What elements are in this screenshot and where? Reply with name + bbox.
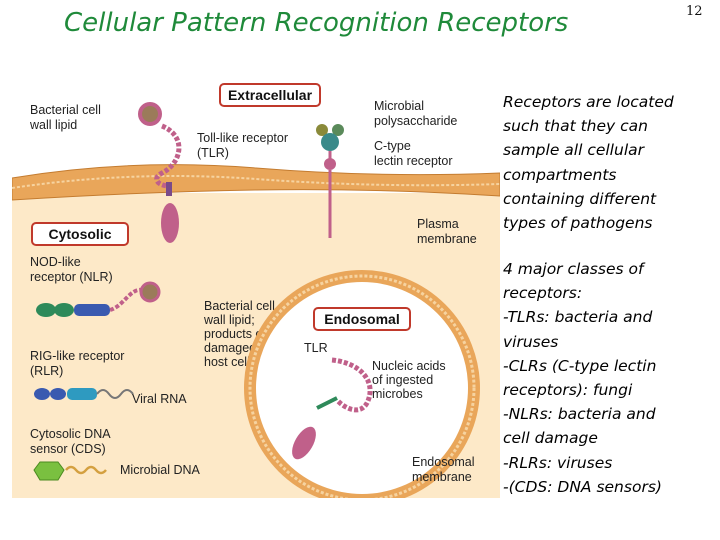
side-line: sample all cellular <box>503 141 644 160</box>
cytosolic-label: Cytosolic <box>48 226 111 242</box>
endosomal-label: Endosomal <box>324 311 399 327</box>
nucleic-label-3: microbes <box>372 387 423 401</box>
damaged-label-5: host cells <box>204 355 256 369</box>
microbial-dna-label: Microbial DNA <box>120 463 201 477</box>
viral-rna-strand <box>96 389 134 399</box>
viral-rna-label: Viral RNA <box>132 392 187 406</box>
endosomal-box: Endosomal <box>313 307 411 331</box>
side-line: -NLRs: bacteria and <box>503 405 656 424</box>
ctype-label-2: lectin receptor <box>374 154 453 168</box>
nucleic-label-2: of ingested <box>372 373 433 387</box>
side-line: -RLRs: viruses <box>503 453 613 472</box>
side-paragraph-2: 4 major classes of receptors: -TLRs: bac… <box>503 257 718 499</box>
side-paragraph-1: Receptors are located such that they can… <box>503 90 718 235</box>
bacterial-lipid-label-2: wall lipid <box>29 118 77 132</box>
microbial-poly-label-1: Microbial <box>374 99 424 113</box>
side-line: -(CDS: DNA sensors) <box>503 477 662 496</box>
slide-number: 12 <box>686 4 703 19</box>
ctype-lectin-receptor <box>316 124 344 238</box>
rlr-label-1: RIG-like receptor <box>30 349 124 363</box>
side-line: compartments <box>503 165 617 184</box>
cds-label-2: sensor (CDS) <box>30 442 106 456</box>
plasma-membrane-stripes <box>12 175 500 189</box>
side-line: Receptors are located <box>503 93 674 111</box>
plasma-membrane <box>12 164 500 201</box>
damaged-label-1: Bacterial cell <box>204 299 275 313</box>
rlr-label-2: (RLR) <box>30 364 63 378</box>
side-line: 4 major classes of <box>503 260 644 278</box>
nucleic-label-1: Nucleic acids <box>372 359 446 373</box>
endo-mem-label-2: membrane <box>412 470 472 484</box>
cds-label-1: Cytosolic DNA <box>30 427 111 441</box>
tlr-label-1: Toll-like receptor <box>197 131 288 145</box>
slide-title: Cellular Pattern Recognition Receptors <box>64 8 569 38</box>
damaged-label-3: products of <box>204 327 266 341</box>
microbial-dna-strand <box>65 465 107 475</box>
tlr-endosomal-receptor <box>292 357 373 460</box>
side-line: cell damage <box>503 429 598 448</box>
side-line: receptors: <box>503 284 583 303</box>
nlr-label-1: NOD-like <box>30 255 81 269</box>
bacterial-lipid-ball <box>138 102 162 126</box>
ctype-label-1: C-type <box>374 139 411 153</box>
nlr-receptor <box>36 281 161 317</box>
side-line: -TLRs: bacteria and <box>503 308 653 327</box>
plasma-label-1: Plasma <box>417 217 459 231</box>
damaged-label-2: wall lipid; <box>203 313 255 327</box>
extracellular-box: Extracellular <box>219 83 321 107</box>
rlr-receptor <box>34 388 134 400</box>
side-line: types of pathogens <box>503 214 653 233</box>
extracellular-label: Extracellular <box>228 87 313 103</box>
nlr-label-2: receptor (NLR) <box>30 270 113 284</box>
side-line: receptors): fungi <box>503 381 633 400</box>
tlr-label-2: (TLR) <box>197 146 229 160</box>
side-line: containing different <box>503 189 657 208</box>
endo-mem-label-1: Endosomal <box>412 455 475 469</box>
cds-sensor <box>33 461 107 481</box>
prr-diagram: Extracellular Bacterial cell wall lipid … <box>12 78 500 498</box>
microbial-poly-label-2: polysaccharide <box>374 114 457 128</box>
nlr-ligand-ball <box>139 281 161 303</box>
bacterial-lipid-label-1: Bacterial cell <box>30 103 101 117</box>
side-line: viruses <box>503 332 559 351</box>
damaged-label-4: damaged <box>204 341 256 355</box>
tlr-endosome-label: TLR <box>304 341 328 355</box>
side-line: such that they can <box>503 117 648 136</box>
cytosolic-box: Cytosolic <box>31 222 129 246</box>
side-line: -CLRs (C-type lectin <box>503 356 657 375</box>
plasma-label-2: membrane <box>417 232 477 246</box>
tlr-membrane-receptor <box>138 102 182 243</box>
